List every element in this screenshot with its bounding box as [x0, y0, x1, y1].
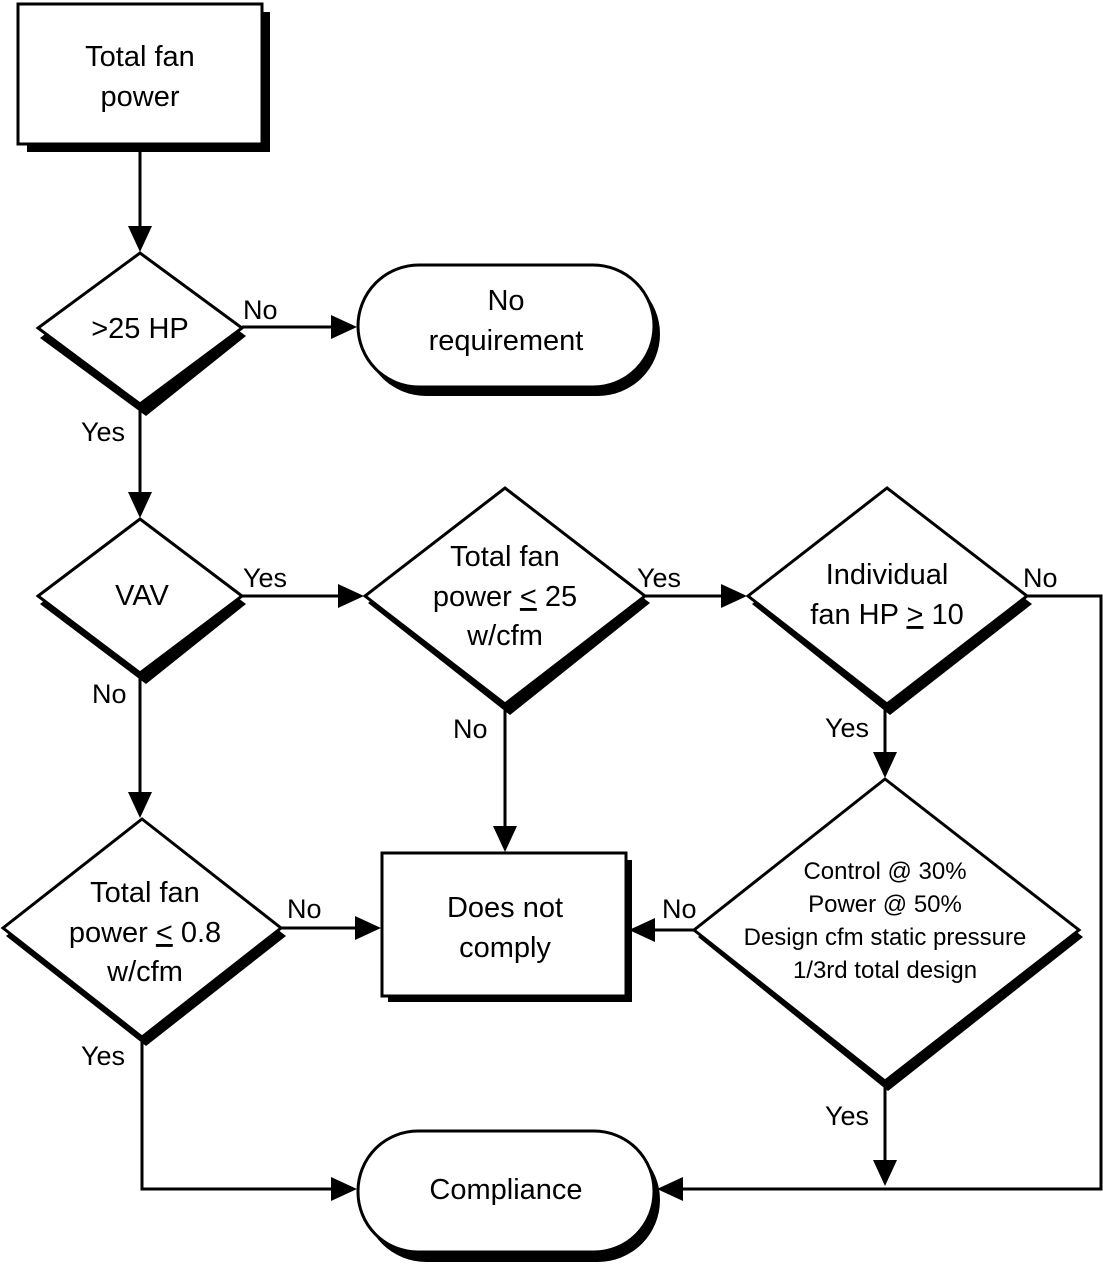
- arrow-vav-yes-to-vav-power: [242, 584, 364, 608]
- individual-hp-text-line-2: fan HP > 10: [810, 599, 963, 631]
- cv-power-text-line-1: Total fan: [90, 877, 200, 909]
- start-box: Total fan power: [16, 2, 270, 152]
- vav-power-text-line-2: power < 25: [433, 581, 577, 613]
- no-requirement-text-line-2: requirement: [429, 325, 584, 357]
- edge-label-vav-no: No: [92, 679, 127, 709]
- hp-decision-text: >25 HP: [91, 313, 189, 345]
- edge-label-vav-yes: Yes: [243, 563, 287, 593]
- control-decision-diamond: Control @ 30% Power @ 50% Design cfm sta…: [691, 777, 1083, 1091]
- arrow-cv-power-no-to-does-not-comply: [281, 916, 381, 940]
- cv-power-text-line-2: power < 0.8: [69, 917, 221, 949]
- start-text-line-1: Total fan: [85, 41, 195, 73]
- arrow-start-to-hp: [128, 152, 152, 252]
- edge-label-control-yes: Yes: [825, 1101, 869, 1131]
- greater-or-equal-symbol: >: [906, 599, 923, 631]
- edge-label-hp-no: No: [243, 295, 278, 325]
- arrow-hp-no-to-no-requirement: [242, 315, 357, 339]
- vav-power-text-line-1: Total fan: [450, 541, 560, 573]
- control-text-line-2: Power @ 50%: [808, 891, 962, 918]
- vav-power-text-prefix: power: [433, 581, 520, 613]
- control-text-line-4: 1/3rd total design: [793, 957, 977, 984]
- vav-decision-diamond: VAV: [35, 517, 246, 684]
- edge-label-individual-yes: Yes: [825, 713, 869, 743]
- control-text-line-3: Design cfm static pressure: [744, 924, 1027, 951]
- individual-hp-text-line-1: Individual: [826, 559, 949, 591]
- does-not-comply-text-line-1: Does not: [447, 892, 563, 924]
- arrow-vav-power-no-to-does-not-comply: [493, 704, 517, 852]
- vav-power-text-value: 25: [537, 581, 577, 613]
- edge-label-individual-no: No: [1023, 563, 1058, 593]
- cv-power-text-value: 0.8: [173, 917, 221, 949]
- individual-hp-text-prefix: fan HP: [810, 599, 906, 631]
- arrow-individual-no-to-compliance: [657, 594, 1103, 1201]
- does-not-comply-text-line-2: comply: [459, 932, 551, 964]
- control-text-line-1: Control @ 30%: [803, 858, 966, 885]
- arrow-control-no-to-does-not-comply: [629, 918, 694, 942]
- edge-label-cv-power-yes: Yes: [81, 1041, 125, 1071]
- arrow-vav-no-to-cv-power: [128, 673, 152, 818]
- arrow-vav-power-yes-to-individual-hp: [645, 584, 747, 608]
- compliance-text: Compliance: [429, 1174, 582, 1206]
- does-not-comply-box: Does not comply: [380, 851, 632, 1002]
- compliance-terminal: Compliance: [356, 1129, 660, 1262]
- vav-decision-text: VAV: [115, 580, 169, 612]
- edge-label-hp-yes: Yes: [81, 417, 125, 447]
- arrow-cv-power-yes-to-compliance: [140, 1040, 357, 1201]
- arrow-control-yes-to-compliance: [873, 1081, 897, 1186]
- individual-hp-decision-diamond: Individual fan HP > 10: [745, 486, 1032, 715]
- edge-label-cv-power-no: No: [287, 894, 322, 924]
- edge-label-vav-power-yes: Yes: [637, 563, 681, 593]
- cv-power-text-line-3: w/cfm: [106, 956, 183, 988]
- individual-hp-text-value: 10: [923, 599, 963, 631]
- less-or-equal-symbol: <: [520, 581, 537, 613]
- no-requirement-text-line-1: No: [487, 285, 524, 317]
- start-text-line-2: power: [101, 81, 180, 113]
- no-requirement-terminal: No requirement: [356, 263, 660, 396]
- edge-label-vav-power-no: No: [453, 714, 488, 744]
- less-or-equal-symbol: <: [156, 917, 173, 949]
- hp-decision-diamond: >25 HP: [35, 251, 246, 416]
- arrow-hp-yes-to-vav: [128, 405, 152, 518]
- arrow-individual-yes-to-control: [873, 704, 897, 778]
- edge-label-control-no: No: [662, 894, 697, 924]
- vav-power-decision-diamond: Total fan power < 25 w/cfm: [362, 486, 650, 715]
- cv-power-decision-diamond: Total fan power < 0.8 w/cfm: [0, 817, 286, 1046]
- vav-power-text-line-3: w/cfm: [466, 620, 543, 652]
- cv-power-text-prefix: power: [69, 917, 156, 949]
